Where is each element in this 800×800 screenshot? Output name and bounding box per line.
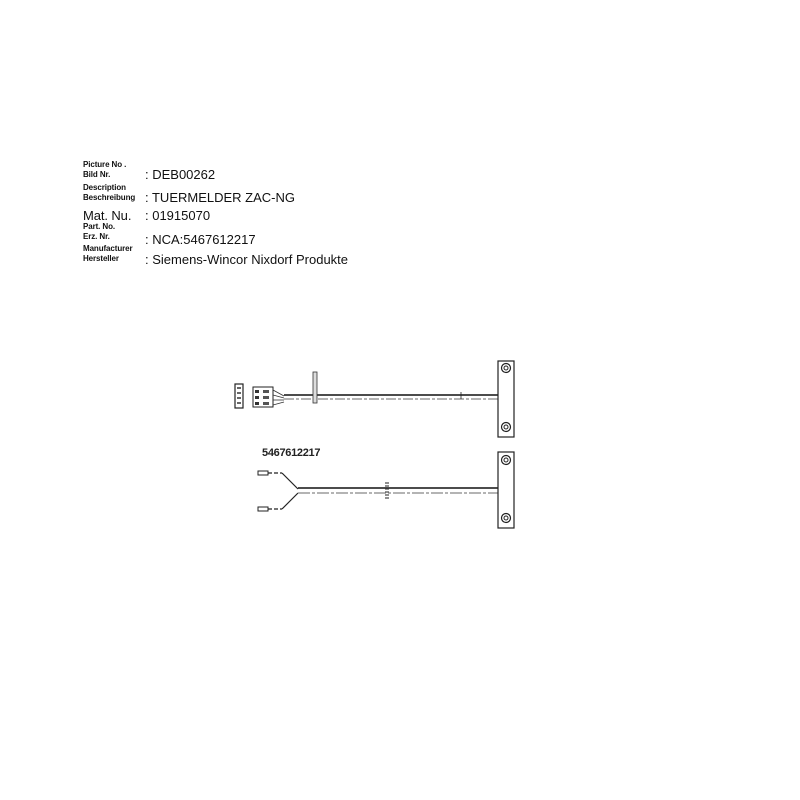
description-value: : TUERMELDER ZAC-NG <box>145 190 295 205</box>
part-no-value: : NCA:5467612217 <box>145 232 256 247</box>
manufacturer-value: : Siemens-Wincor Nixdorf Produkte <box>145 252 349 267</box>
mounting-bracket-bottom <box>497 451 515 529</box>
connector-plug <box>252 386 285 408</box>
mounting-tab <box>312 371 318 404</box>
part-no-label-en: Part. No. <box>83 222 115 231</box>
description-label-en: Description <box>83 183 126 192</box>
bottom-assembly <box>257 451 515 529</box>
mounting-bracket-top <box>497 360 515 438</box>
mat-nu-label: Mat. Nu. <box>83 208 132 223</box>
mat-nu-value: : 01915070 <box>145 208 211 223</box>
description-label-de: Beschreibung <box>83 193 136 202</box>
manufacturer-label-de: Hersteller <box>83 254 119 263</box>
drawing-part-number: 5467612217 <box>262 447 321 459</box>
picture-no-label-en: Picture No . <box>83 160 127 169</box>
picture-no-label-de: Bild Nr. <box>83 170 111 179</box>
part-no-label-de: Erz. Nr. <box>83 232 110 241</box>
wire-leads <box>257 470 299 512</box>
top-assembly <box>234 360 515 438</box>
cable-top <box>284 392 498 400</box>
cable-bottom <box>298 482 498 499</box>
manufacturer-label-en: Manufacturer <box>83 244 133 253</box>
connector-housing <box>234 383 244 409</box>
picture-no-value: : DEB00262 <box>145 167 216 182</box>
